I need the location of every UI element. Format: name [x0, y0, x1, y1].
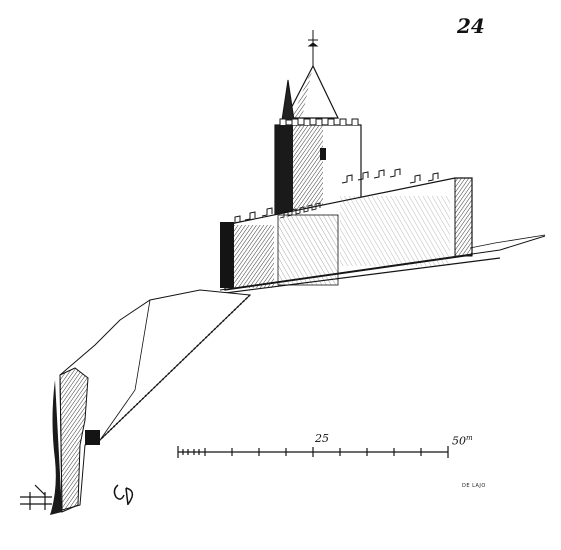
- keep-roof: [281, 64, 339, 121]
- slope-profile: [99, 294, 251, 441]
- plate-number: 24: [457, 14, 485, 38]
- scale-end-label: 50m: [452, 434, 473, 448]
- spire: [307, 30, 319, 70]
- rock-escarpment: [50, 289, 252, 515]
- keep-tower: [274, 118, 362, 216]
- curtain-wall: [220, 168, 473, 291]
- bridge-detail: [20, 484, 52, 510]
- scale-mid-label: 25: [315, 432, 329, 445]
- engraver-credit: DE LAJO: [462, 483, 486, 489]
- scale-unit: m: [466, 434, 473, 442]
- artist-monogram: [113, 484, 134, 506]
- scale-bar: [177, 446, 449, 458]
